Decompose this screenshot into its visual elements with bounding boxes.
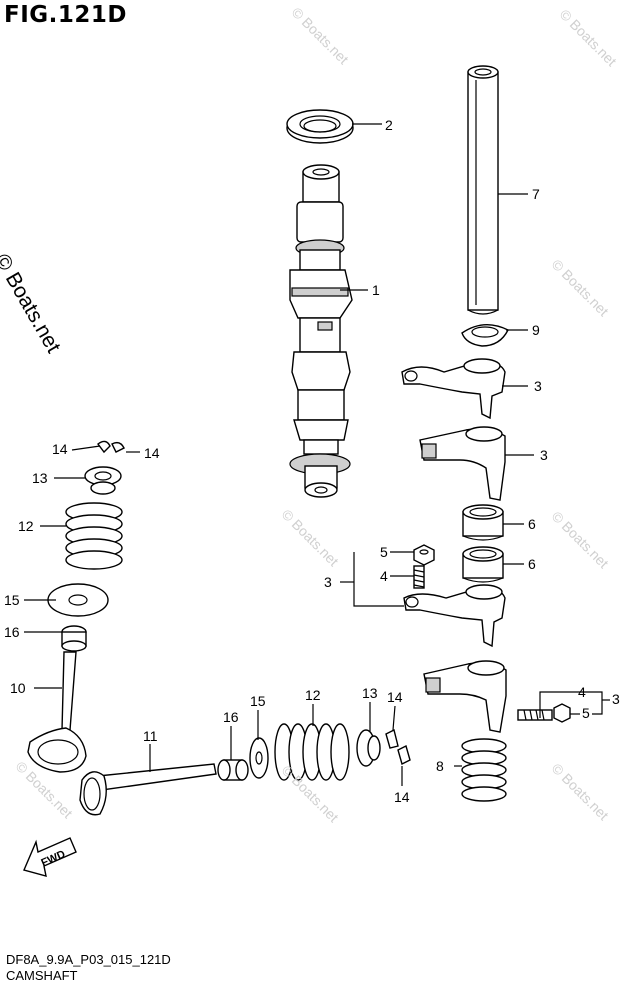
part-13-retainer-b[interactable] [356, 729, 381, 767]
part-11-valve[interactable] [79, 763, 217, 816]
callout-12b[interactable]: 12 [305, 687, 321, 703]
callout-6b[interactable]: 6 [528, 556, 536, 572]
part-14-cotter-b[interactable] [385, 728, 411, 766]
callout-15b[interactable]: 15 [250, 693, 266, 709]
part-4-screw-a[interactable] [413, 565, 425, 589]
callout-3a[interactable]: 3 [534, 378, 542, 394]
callout-14c[interactable]: 14 [387, 689, 403, 705]
part-2-oil-seal[interactable] [286, 109, 354, 144]
part-15-seat-b[interactable] [249, 737, 269, 779]
part-3-rocker-arm-c[interactable] [403, 584, 506, 648]
part-16-stem-seal-a[interactable] [61, 625, 87, 652]
leader-lines [24, 123, 610, 786]
figure-code: DF8A_9.9A_P03_015_121D [6, 952, 171, 967]
callout-9[interactable]: 9 [532, 322, 540, 338]
part-3-rocker-arm-b[interactable] [419, 426, 506, 501]
callout-2[interactable]: 2 [385, 117, 393, 133]
part-3-rocker-arm-d[interactable] [423, 660, 507, 733]
callout-8[interactable]: 8 [436, 758, 444, 774]
part-6-bushing-b[interactable] [462, 546, 504, 583]
callout-14a[interactable]: 14 [52, 441, 68, 457]
callout-13a[interactable]: 13 [32, 470, 48, 486]
part-16-stem-seal-b[interactable] [217, 759, 249, 781]
part-14-cotter-a[interactable] [97, 440, 125, 454]
figure-title: FIG.121D [4, 2, 127, 28]
part-5-nut-a[interactable] [413, 544, 435, 566]
callout-5a[interactable]: 5 [380, 544, 388, 560]
callout-13b[interactable]: 13 [362, 685, 378, 701]
callout-10[interactable]: 10 [10, 680, 26, 696]
part-12-valve-spring-a[interactable] [65, 502, 123, 570]
part-15-seat-a[interactable] [47, 583, 109, 617]
callout-12a[interactable]: 12 [18, 518, 34, 534]
part-4-screw-b[interactable] [517, 709, 553, 721]
fwd-arrow-icon: FWD [23, 837, 77, 877]
callout-4a[interactable]: 4 [380, 568, 388, 584]
callout-14d[interactable]: 14 [394, 789, 410, 805]
figure-name: CAMSHAFT [6, 968, 78, 983]
part-3-rocker-arm-a[interactable] [401, 358, 506, 420]
callout-15a[interactable]: 15 [4, 592, 20, 608]
callout-16a[interactable]: 16 [4, 624, 20, 640]
callout-11[interactable]: 11 [143, 728, 158, 744]
part-9-gasket[interactable] [461, 324, 509, 347]
part-1-camshaft[interactable] [289, 164, 353, 498]
callouts: 2 1 7 9 3 3 6 6 5 4 3 4 3 5 8 14 14 13 1… [4, 117, 620, 805]
callout-3c[interactable]: 3 [324, 574, 332, 590]
part-10-valve[interactable] [27, 651, 87, 773]
part-5-nut-b[interactable] [553, 703, 571, 723]
callout-3b[interactable]: 3 [540, 447, 548, 463]
part-13-retainer-a[interactable] [84, 466, 122, 495]
callout-7[interactable]: 7 [532, 186, 540, 202]
part-12-valve-spring-b[interactable] [274, 723, 350, 781]
callout-6a[interactable]: 6 [528, 516, 536, 532]
callout-1[interactable]: 1 [372, 282, 380, 298]
part-6-bushing-a[interactable] [462, 504, 504, 541]
part-8-spring[interactable] [461, 738, 507, 802]
callout-14b[interactable]: 14 [144, 445, 160, 461]
part-7-tube[interactable] [467, 65, 499, 315]
callout-3d[interactable]: 3 [612, 691, 620, 707]
callout-16b[interactable]: 16 [223, 709, 239, 725]
callout-5b[interactable]: 5 [582, 705, 590, 721]
callout-4b[interactable]: 4 [578, 684, 586, 700]
